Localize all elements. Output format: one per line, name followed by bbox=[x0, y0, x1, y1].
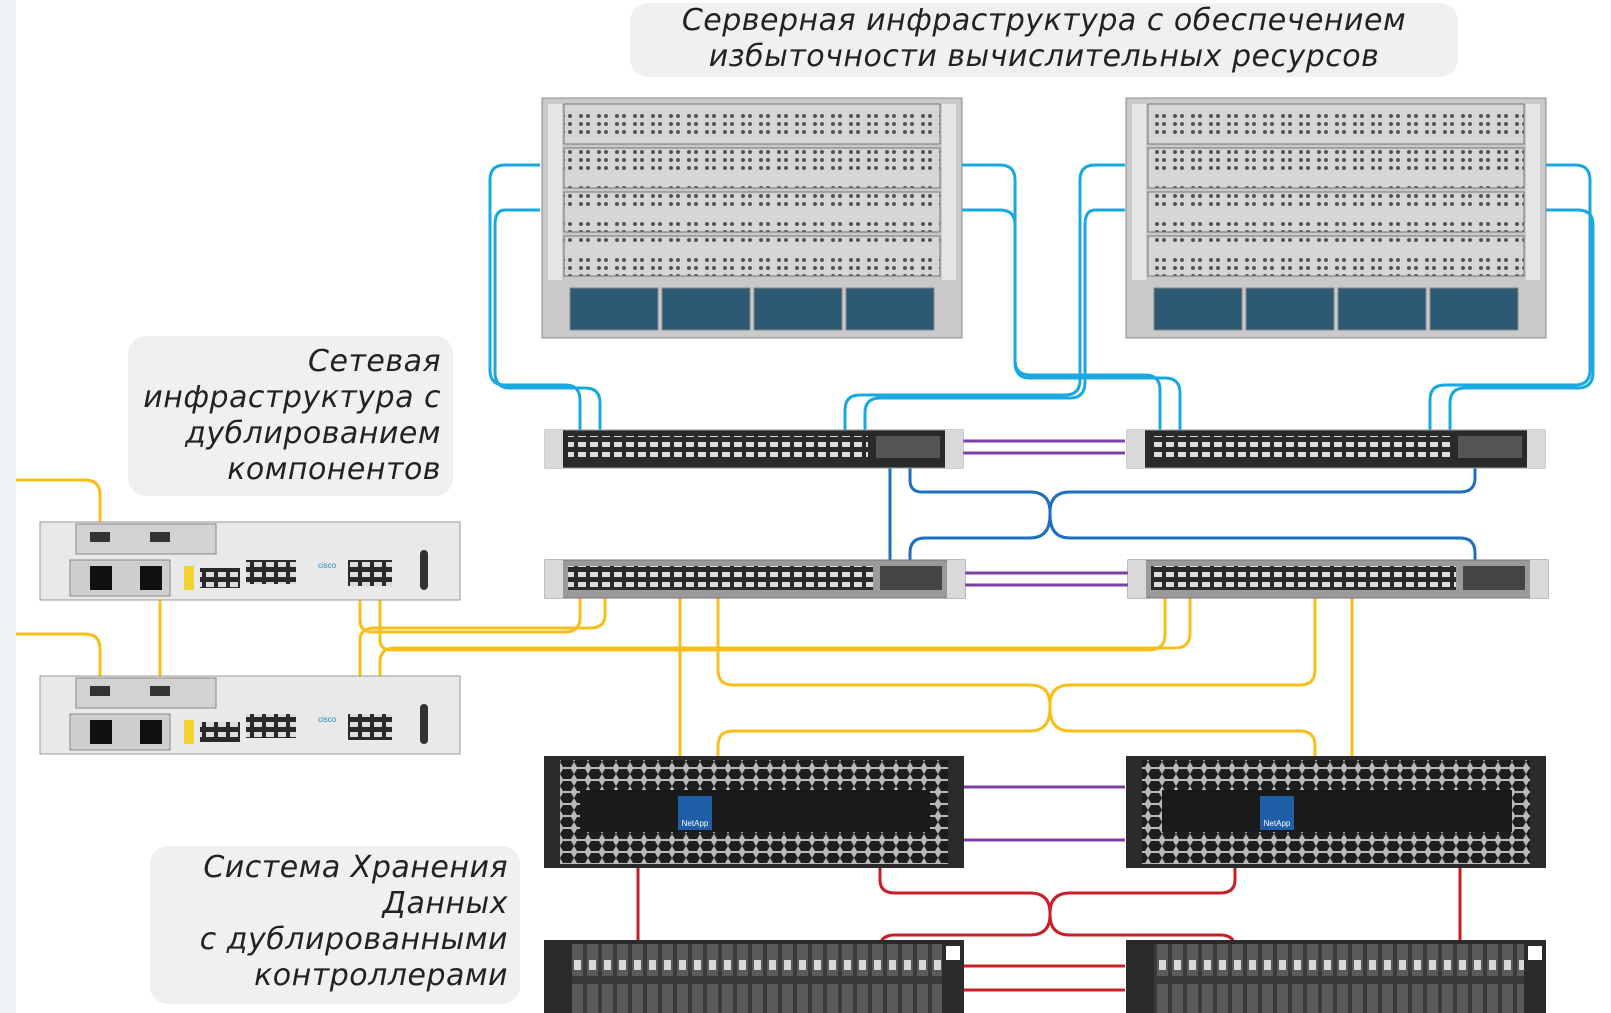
storage-label-line-1: Система Хранения bbox=[203, 850, 508, 885]
left-edge-strip bbox=[0, 0, 16, 1013]
netapp-logo-left: NetApp bbox=[682, 819, 709, 828]
network-label-line-1: Сетевая bbox=[308, 344, 441, 379]
network-label-line-4: компонентов bbox=[227, 452, 441, 487]
blade-chassis-right bbox=[1125, 97, 1547, 339]
storage-controller-right: NetApp bbox=[1126, 756, 1546, 868]
network-label: Сетевая инфраструктура с дублированием к… bbox=[128, 336, 453, 496]
blade-chassis-left bbox=[541, 97, 963, 339]
storage-label-line-4: контроллерами bbox=[254, 958, 508, 993]
disk-shelf-left bbox=[544, 940, 964, 1013]
firewall-bottom-brand: cisco bbox=[318, 715, 337, 724]
servers-label-line-1: Серверная инфраструктура с обеспечением bbox=[681, 3, 1407, 38]
peer-links bbox=[960, 439, 1130, 842]
netapp-logo-right: NetApp bbox=[1264, 819, 1291, 828]
fabric-switch-left bbox=[544, 429, 964, 469]
firewall-top: cisco bbox=[39, 521, 461, 601]
switch-uplinks bbox=[888, 460, 1477, 565]
core-switch-right bbox=[1127, 559, 1549, 599]
storage-label: Система Хранения Данных с дублированными… bbox=[150, 846, 520, 1004]
storage-label-line-2: Данных bbox=[382, 886, 508, 921]
storage-label-line-3: с дублированными bbox=[199, 922, 508, 957]
server-links bbox=[488, 163, 1595, 440]
network-label-line-2: инфраструктура с bbox=[143, 380, 441, 415]
servers-label: Серверная инфраструктура с обеспечением … bbox=[630, 3, 1458, 77]
storage-controller-left: NetApp bbox=[544, 756, 964, 868]
firewall-bottom: cisco bbox=[39, 675, 461, 755]
servers-label-line-2: избыточности вычислительных ресурсов bbox=[708, 39, 1380, 74]
disk-shelf-right bbox=[1126, 940, 1546, 1013]
storage-links bbox=[16, 478, 1354, 757]
firewall-top-brand: cisco bbox=[318, 561, 337, 570]
core-switch-left bbox=[544, 559, 966, 599]
sas-links bbox=[636, 868, 1462, 992]
network-label-line-3: дублированием bbox=[185, 416, 441, 451]
fabric-switch-right bbox=[1126, 429, 1546, 469]
